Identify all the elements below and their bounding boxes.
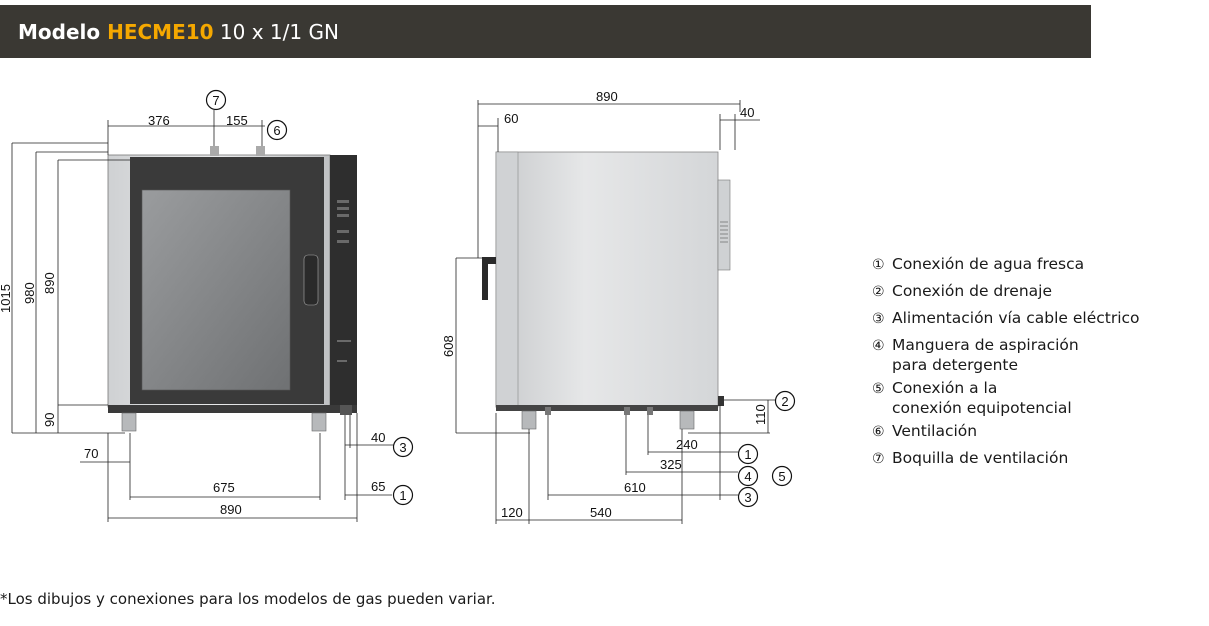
base-plinth [108, 405, 357, 413]
drain-outlet [718, 396, 724, 406]
legend-item: ⑥ Ventilación [872, 418, 1140, 445]
dim-70: 70 [84, 446, 98, 461]
side-connector-a [545, 407, 551, 415]
dim-1015: 1015 [0, 284, 13, 313]
side-body [495, 151, 719, 408]
rear-vent [720, 221, 728, 243]
dim-376: 376 [148, 113, 170, 128]
door-handle [303, 254, 319, 306]
front-dimension-lines [11, 110, 395, 522]
badge-6-label: 6 [273, 123, 280, 138]
legend-text-continued: conexión equipotencial [892, 399, 1072, 417]
side-dimension-lines [455, 100, 778, 524]
legend-item: ① Conexión de agua fresca [872, 251, 1140, 278]
dim-890-height: 890 [42, 272, 57, 294]
vent-pipe-left [210, 146, 219, 156]
badge-1-side [737, 443, 759, 465]
legend-text: Boquilla de ventilación [892, 449, 1069, 467]
dim-540: 540 [590, 505, 612, 520]
legend-item: ⑤ Conexión a la conexión equipotencial [872, 375, 1140, 418]
legend-num: ③ [872, 311, 885, 327]
technical-drawing: 376 155 1015 980 890 90 70 675 890 40 65… [0, 89, 796, 524]
vent-pipe-right [256, 146, 265, 156]
legend-num: ⑦ [872, 451, 885, 467]
legend-text: Conexión a la [892, 379, 998, 397]
badge-2 [774, 390, 796, 412]
dim-608: 608 [441, 335, 456, 357]
legend-item: ③ Alimentación vía cable eléctrico [872, 305, 1140, 332]
legend-text: Alimentación vía cable eléctrico [892, 309, 1140, 327]
title-bar: Modelo HECME10 10 x 1/1 GN [0, 5, 1091, 58]
title-suffix: 10 x 1/1 GN [213, 20, 339, 44]
side-foot-front [521, 410, 537, 430]
side-base [496, 405, 718, 411]
model-code: HECME10 [107, 20, 214, 44]
badge-1-front-label: 1 [399, 488, 406, 503]
legend-text: Ventilación [892, 422, 978, 440]
side-foot-rear [679, 410, 695, 430]
dim-110: 110 [753, 404, 768, 425]
dim-120: 120 [501, 505, 523, 520]
legend-num: ② [872, 284, 885, 300]
legend-item: ④ Manguera de aspiración para detergente [872, 332, 1140, 375]
connector-bottom [340, 405, 352, 415]
badge-6 [266, 119, 288, 141]
badge-1-front [392, 484, 414, 506]
side-handle [482, 257, 496, 300]
connection-legend: ① Conexión de agua fresca ② Conexión de dr… [872, 251, 1140, 472]
rear-cover [717, 179, 731, 271]
badge-3-front [392, 436, 414, 458]
foot-right [311, 412, 327, 432]
legend-num: ① [872, 257, 885, 273]
legend-text: Conexión de drenaje [892, 282, 1052, 300]
side-connector-b [624, 407, 630, 415]
control-panel [330, 155, 357, 407]
dim-depth-890: 890 [596, 89, 618, 104]
dim-65: 65 [371, 479, 385, 494]
badge-1-side-label: 1 [744, 447, 751, 462]
dim-980: 980 [22, 282, 37, 304]
legend-text: Conexión de agua fresca [892, 255, 1085, 273]
legend-num: ⑤ [872, 381, 885, 397]
legend-item: ② Conexión de drenaje [872, 278, 1140, 305]
foot-left [121, 412, 137, 432]
side-connector-c [647, 407, 653, 415]
badge-3-side [737, 486, 759, 508]
front-view: 376 155 1015 980 890 90 70 675 890 40 65… [0, 89, 414, 522]
legend-text: Manguera de aspiración [892, 336, 1079, 354]
side-view: 890 60 40 608 110 240 325 610 120 540 2 … [441, 89, 796, 524]
page-title: Modelo HECME10 10 x 1/1 GN [18, 20, 339, 44]
oven-glass [141, 189, 291, 391]
side-door-edge [495, 151, 519, 408]
badge-3-side-label: 3 [744, 490, 751, 505]
dim-40: 40 [371, 430, 385, 445]
dim-240: 240 [676, 437, 698, 452]
badge-4-label: 4 [744, 469, 751, 484]
dim-675: 675 [213, 480, 235, 495]
dim-610: 610 [624, 480, 646, 495]
dim-325: 325 [660, 457, 682, 472]
badge-5-label: 5 [778, 469, 785, 484]
badge-4 [737, 465, 759, 487]
dim-90: 90 [42, 413, 57, 427]
dim-890-width: 890 [220, 502, 242, 517]
title-prefix: Modelo [18, 20, 108, 44]
dim-40-side: 40 [740, 105, 754, 120]
panel-buttons [337, 200, 351, 362]
legend-num: ④ [872, 338, 885, 354]
badge-7-label: 7 [212, 93, 219, 108]
dim-155: 155 [226, 113, 248, 128]
legend-num: ⑥ [872, 424, 885, 440]
footnote: *Los dibujos y conexiones para los model… [0, 590, 496, 608]
badge-7 [205, 89, 227, 111]
legend-item: ⑦ Boquilla de ventilación [872, 445, 1140, 472]
badge-3-front-label: 3 [399, 440, 406, 455]
dim-60: 60 [504, 111, 518, 126]
badge-5 [771, 465, 793, 487]
legend-text-continued: para detergente [892, 356, 1019, 374]
badge-2-label: 2 [781, 394, 788, 409]
